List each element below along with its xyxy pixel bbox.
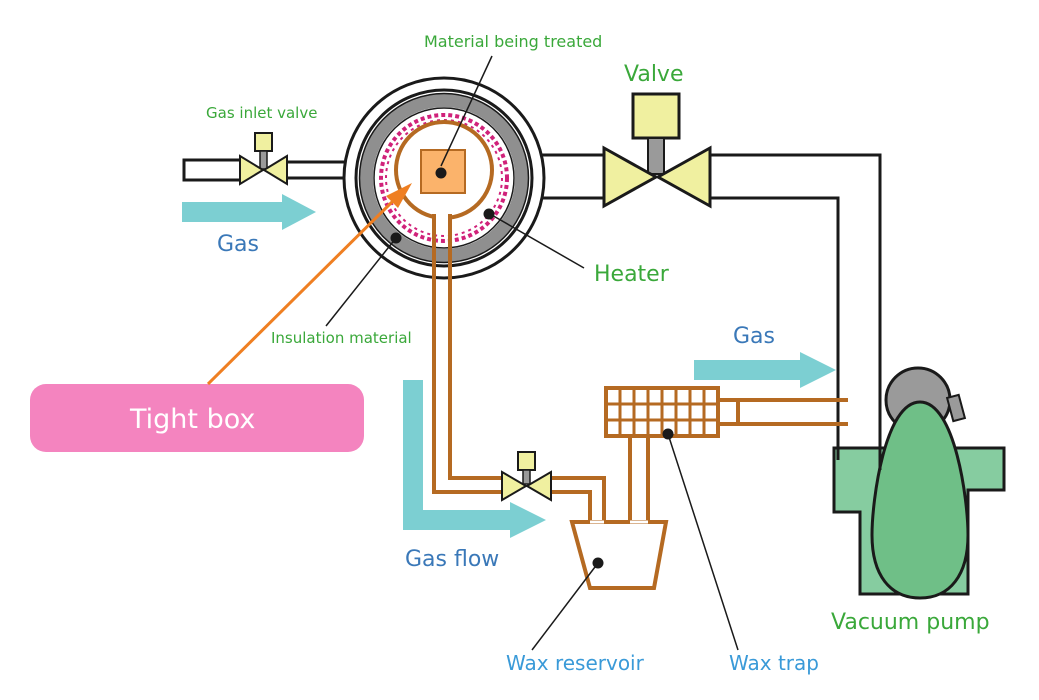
tight-box-callout bbox=[30, 384, 364, 452]
furnace bbox=[342, 76, 546, 280]
label-wax-reservoir: Wax reservoir bbox=[506, 651, 645, 675]
label-insulation-material: Insulation material bbox=[271, 329, 412, 347]
insulation-material bbox=[359, 93, 529, 263]
gas-flow-arrow bbox=[403, 380, 546, 538]
label-material-being-treated: Material being treated bbox=[424, 32, 602, 51]
label-vacuum-pump: Vacuum pump bbox=[831, 610, 990, 635]
label-gas-left: Gas bbox=[217, 232, 259, 257]
leader-lines bbox=[325, 55, 739, 651]
gas-arrow-left bbox=[182, 194, 316, 230]
vacuum-line-pipe bbox=[540, 153, 882, 448]
label-valve: Valve bbox=[624, 62, 684, 87]
leader-dots bbox=[390, 167, 674, 569]
wax-trap bbox=[604, 386, 848, 438]
drain-valve bbox=[501, 451, 552, 502]
label-tight-box: Tight box bbox=[129, 404, 255, 435]
wax-drain-pipe bbox=[432, 210, 650, 522]
label-gas-right: Gas bbox=[733, 324, 775, 349]
heater-coil bbox=[379, 113, 509, 243]
label-heater: Heater bbox=[594, 262, 670, 287]
label-wax-trap: Wax trap bbox=[729, 651, 819, 675]
vacuum-pump bbox=[832, 366, 1006, 600]
gas-inlet-valve bbox=[239, 132, 288, 186]
tight-box-pointer bbox=[206, 198, 396, 386]
gas-arrow-right bbox=[694, 352, 836, 388]
main-valve bbox=[602, 92, 712, 209]
label-gas-flow: Gas flow bbox=[405, 547, 499, 572]
label-gas-inlet-valve: Gas inlet valve bbox=[206, 104, 317, 122]
